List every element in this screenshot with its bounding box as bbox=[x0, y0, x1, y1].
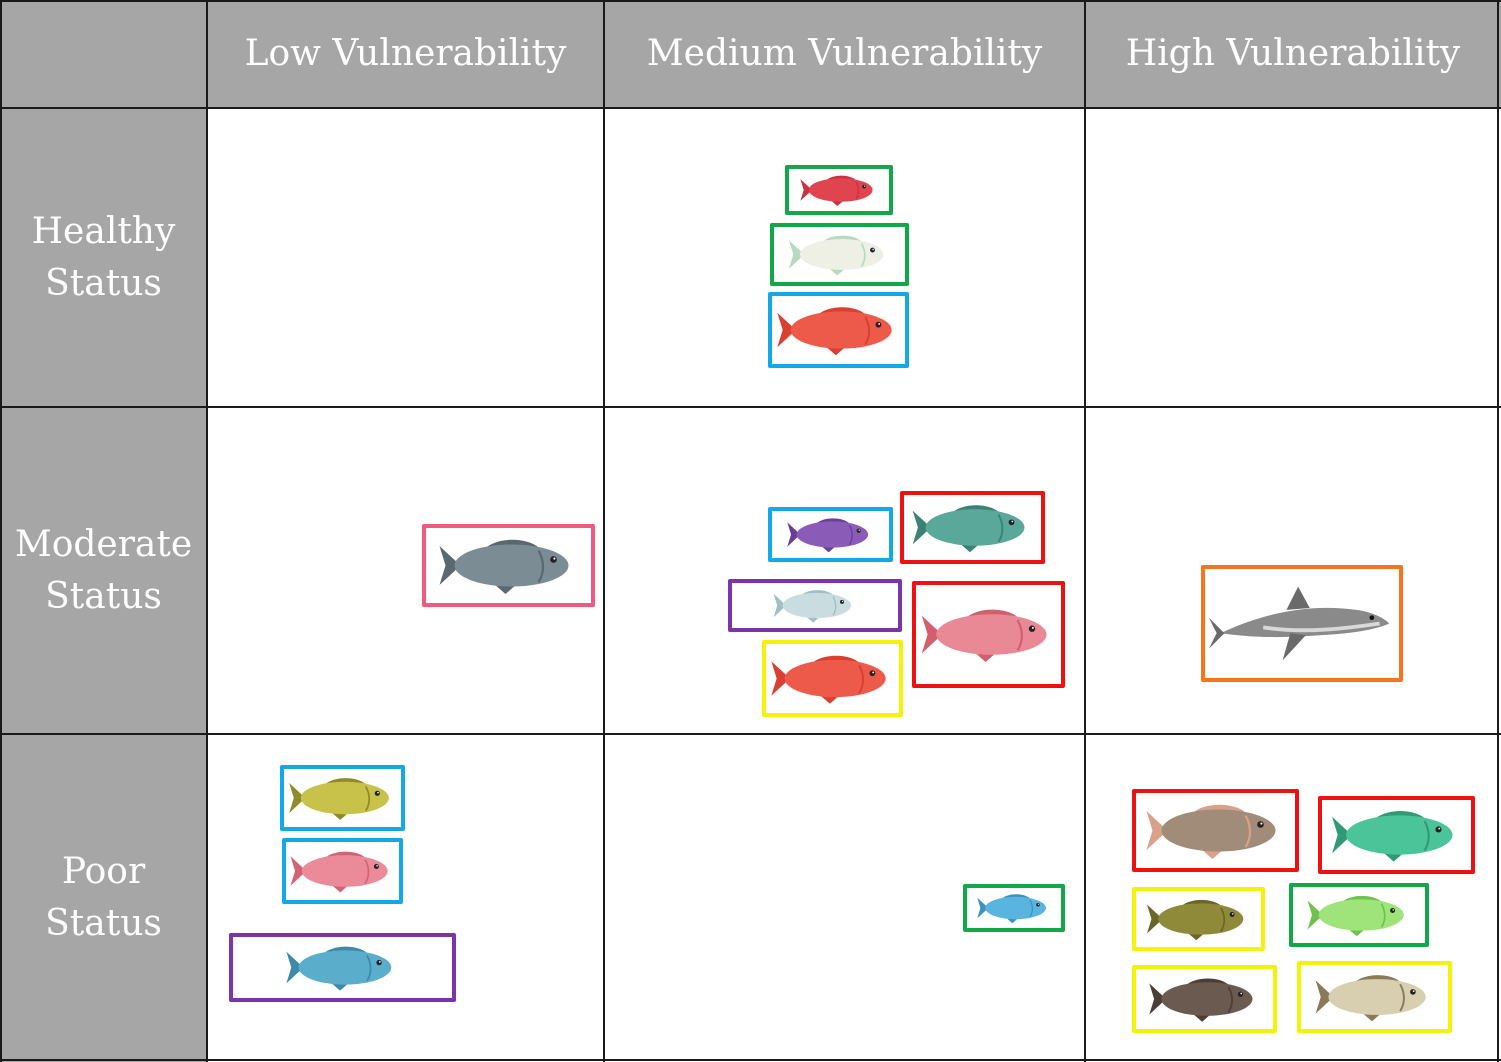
column-header-label: Medium Vulnerability bbox=[646, 33, 1043, 74]
fish-icon bbox=[787, 518, 869, 553]
fish-box-blue-parrotfish bbox=[963, 884, 1065, 932]
fish-icon bbox=[1146, 899, 1244, 941]
fish-box-reef-shark bbox=[1201, 565, 1403, 682]
fish-box-pink-rabbitfish bbox=[282, 838, 403, 904]
fish-icon bbox=[286, 946, 392, 991]
fish-box-red-snapper bbox=[912, 581, 1065, 688]
column-header-medium: Medium Vulnerability bbox=[604, 0, 1085, 108]
fish-icon bbox=[1315, 975, 1426, 1022]
fish-box-green-snapper bbox=[900, 491, 1045, 564]
fish-box-olive-grouper bbox=[1132, 887, 1265, 951]
fish-icon bbox=[1149, 978, 1253, 1022]
fish-box-white-parrotfish bbox=[770, 223, 909, 286]
fish-icon bbox=[788, 235, 884, 276]
fish-box-coral-grouper-2 bbox=[762, 640, 903, 717]
fish-icon bbox=[800, 175, 873, 206]
fish-icon bbox=[1146, 804, 1276, 859]
fish-icon bbox=[289, 778, 389, 821]
shark-icon bbox=[1208, 586, 1390, 661]
grid-line bbox=[0, 406, 1501, 408]
grid-line bbox=[1084, 0, 1086, 1062]
row-header-line: Status bbox=[45, 262, 162, 304]
row-header-line: Moderate bbox=[14, 523, 193, 565]
fish-box-yellow-rabbitfish bbox=[280, 765, 405, 831]
row-header-healthy: Healthy Status bbox=[0, 108, 207, 407]
row-header-line: Status bbox=[45, 575, 162, 617]
fish-box-green-wrasse bbox=[1318, 796, 1475, 874]
fish-icon bbox=[290, 851, 388, 893]
fish-box-milkfish bbox=[422, 524, 595, 607]
fish-box-purple-surgeonfish bbox=[768, 507, 893, 562]
fish-icon bbox=[439, 539, 569, 594]
fish-icon bbox=[977, 894, 1046, 924]
fish-icon bbox=[1307, 895, 1404, 937]
grid-line bbox=[0, 107, 1501, 109]
row-header-line: Status bbox=[45, 903, 162, 944]
column-header-low: Low Vulnerability bbox=[207, 0, 604, 108]
fish-icon bbox=[773, 590, 851, 623]
fish-box-brown-snapper bbox=[1132, 789, 1299, 872]
grid-line bbox=[0, 0, 1501, 2]
grid-line bbox=[0, 0, 2, 1062]
row-header-moderate: Moderate Status bbox=[0, 407, 207, 734]
fish-box-spotted-grouper bbox=[1297, 961, 1452, 1033]
fish-box-banded-grouper bbox=[1132, 965, 1277, 1033]
fish-icon bbox=[1332, 811, 1453, 862]
column-header-label: Low Vulnerability bbox=[244, 33, 567, 74]
grid-line bbox=[206, 0, 208, 1062]
fish-box-spanish-mackerel bbox=[728, 579, 902, 632]
fish-box-coral-grouper bbox=[768, 292, 909, 368]
column-header-high: High Vulnerability bbox=[1085, 0, 1501, 108]
fish-icon bbox=[921, 609, 1047, 663]
fish-icon bbox=[912, 505, 1025, 553]
corner-header-cell bbox=[0, 0, 207, 108]
fish-box-lime-parrotfish bbox=[1289, 883, 1429, 947]
row-header-line: Healthy bbox=[31, 210, 176, 252]
grid-line bbox=[603, 0, 605, 1062]
grid-line bbox=[1497, 0, 1499, 1062]
fish-icon bbox=[777, 307, 892, 356]
grid-line bbox=[0, 1059, 1501, 1061]
row-header-poor: Poor Status bbox=[0, 734, 207, 1062]
column-header-label: High Vulnerability bbox=[1125, 33, 1461, 74]
grid-line bbox=[0, 733, 1501, 735]
row-header-line: Poor bbox=[61, 851, 146, 892]
fish-icon bbox=[771, 655, 886, 704]
fish-box-blue-mackerel bbox=[229, 933, 456, 1002]
fish-box-red-parrotfish bbox=[785, 165, 893, 215]
